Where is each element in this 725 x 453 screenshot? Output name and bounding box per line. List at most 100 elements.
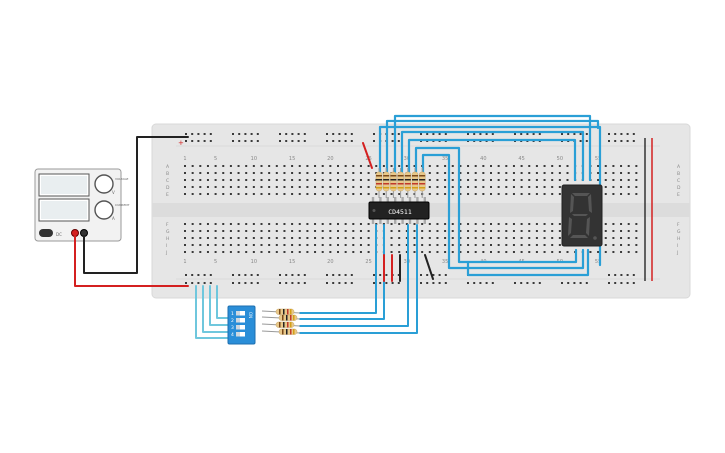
breadboard-hole[interactable] <box>497 230 500 232</box>
breadboard-hole[interactable] <box>551 223 554 225</box>
rail-hole[interactable] <box>373 282 375 284</box>
rail-hole[interactable] <box>614 133 617 135</box>
rail-hole[interactable] <box>285 274 288 276</box>
breadboard-hole[interactable] <box>535 223 538 225</box>
breadboard-hole[interactable] <box>367 193 370 195</box>
breadboard-hole[interactable] <box>520 193 523 195</box>
breadboard-hole[interactable] <box>627 179 630 181</box>
breadboard-hole[interactable] <box>390 230 393 232</box>
breadboard-hole[interactable] <box>352 179 355 181</box>
breadboard-hole[interactable] <box>474 179 477 181</box>
rail-hole[interactable] <box>338 274 341 276</box>
rail-hole[interactable] <box>279 274 281 276</box>
breadboard-hole[interactable] <box>474 251 477 253</box>
breadboard-hole[interactable] <box>321 223 324 225</box>
breadboard-hole[interactable] <box>291 237 294 239</box>
rail-hole[interactable] <box>191 282 194 284</box>
rail-hole[interactable] <box>350 133 353 135</box>
rail-hole[interactable] <box>303 140 306 142</box>
breadboard-hole[interactable] <box>421 223 424 225</box>
rail-hole[interactable] <box>197 133 200 135</box>
breadboard-hole[interactable] <box>551 186 554 188</box>
breadboard-hole[interactable] <box>260 244 263 246</box>
rail-hole[interactable] <box>514 282 516 284</box>
rail-hole[interactable] <box>520 133 523 135</box>
breadboard-hole[interactable] <box>291 244 294 246</box>
breadboard-hole[interactable] <box>260 223 263 225</box>
breadboard-hole[interactable] <box>512 186 515 188</box>
breadboard-hole[interactable] <box>558 165 561 167</box>
breadboard-hole[interactable] <box>604 251 607 253</box>
breadboard-hole[interactable] <box>260 165 263 167</box>
rail-hole[interactable] <box>444 282 447 284</box>
breadboard-hole[interactable] <box>245 237 248 239</box>
rail-hole[interactable] <box>209 133 212 135</box>
breadboard-hole[interactable] <box>321 237 324 239</box>
breadboard-hole[interactable] <box>206 186 209 188</box>
breadboard-hole[interactable] <box>390 251 393 253</box>
rail-hole[interactable] <box>332 274 335 276</box>
wire-input-c[interactable] <box>299 224 409 327</box>
breadboard-hole[interactable] <box>283 244 286 246</box>
breadboard-hole[interactable] <box>359 172 362 174</box>
rail-hole[interactable] <box>338 282 341 284</box>
breadboard-hole[interactable] <box>352 193 355 195</box>
breadboard-hole[interactable] <box>184 230 186 232</box>
rail-hole[interactable] <box>479 282 482 284</box>
breadboard-hole[interactable] <box>398 251 401 253</box>
breadboard-hole[interactable] <box>444 251 447 253</box>
breadboard-hole[interactable] <box>528 172 531 174</box>
rail-hole[interactable] <box>626 282 629 284</box>
breadboard-hole[interactable] <box>260 237 263 239</box>
rail-hole[interactable] <box>538 282 541 284</box>
rail-hole[interactable] <box>232 133 234 135</box>
breadboard-hole[interactable] <box>635 230 638 232</box>
cd4511-chip[interactable]: CD4511 <box>368 197 430 224</box>
breadboard-hole[interactable] <box>245 244 248 246</box>
breadboard-hole[interactable] <box>291 251 294 253</box>
rail-hole[interactable] <box>344 274 347 276</box>
breadboard-hole[interactable] <box>566 251 569 253</box>
breadboard-hole[interactable] <box>283 186 286 188</box>
breadboard-hole[interactable] <box>222 237 225 239</box>
wire-switch-2[interactable] <box>202 285 231 333</box>
breadboard-hole[interactable] <box>329 237 332 239</box>
breadboard-hole[interactable] <box>512 193 515 195</box>
breadboard-hole[interactable] <box>214 244 217 246</box>
breadboard-hole[interactable] <box>428 223 431 225</box>
breadboard-hole[interactable] <box>237 193 240 195</box>
breadboard-hole[interactable] <box>428 193 431 195</box>
rail-hole[interactable] <box>332 140 335 142</box>
rail-hole[interactable] <box>432 133 435 135</box>
breadboard-hole[interactable] <box>321 230 324 232</box>
rail-hole[interactable] <box>626 133 629 135</box>
breadboard-hole[interactable] <box>184 172 186 174</box>
breadboard-hole[interactable] <box>283 172 286 174</box>
wire-display-common[interactable] <box>466 248 590 277</box>
rail-hole[interactable] <box>614 140 617 142</box>
breadboard-hole[interactable] <box>184 186 186 188</box>
rail-hole[interactable] <box>479 133 482 135</box>
rail-hole[interactable] <box>585 282 588 284</box>
breadboard-hole[interactable] <box>359 251 362 253</box>
rail-hole[interactable] <box>620 274 623 276</box>
breadboard-hole[interactable] <box>291 172 294 174</box>
rail-hole[interactable] <box>397 282 400 284</box>
rail-hole[interactable] <box>203 282 206 284</box>
breadboard-hole[interactable] <box>275 223 278 225</box>
breadboard-hole[interactable] <box>398 237 401 239</box>
breadboard-hole[interactable] <box>436 165 439 167</box>
breadboard-hole[interactable] <box>344 186 347 188</box>
breadboard-hole[interactable] <box>314 179 317 181</box>
breadboard-hole[interactable] <box>306 193 309 195</box>
breadboard-hole[interactable] <box>467 186 470 188</box>
breadboard-hole[interactable] <box>497 244 500 246</box>
breadboard-hole[interactable] <box>551 237 554 239</box>
breadboard-hole[interactable] <box>329 251 332 253</box>
breadboard-hole[interactable] <box>359 223 362 225</box>
breadboard-hole[interactable] <box>314 172 317 174</box>
breadboard-hole[interactable] <box>191 179 194 181</box>
breadboard-hole[interactable] <box>512 237 515 239</box>
breadboard-hole[interactable] <box>229 165 232 167</box>
breadboard-hole[interactable] <box>306 230 309 232</box>
